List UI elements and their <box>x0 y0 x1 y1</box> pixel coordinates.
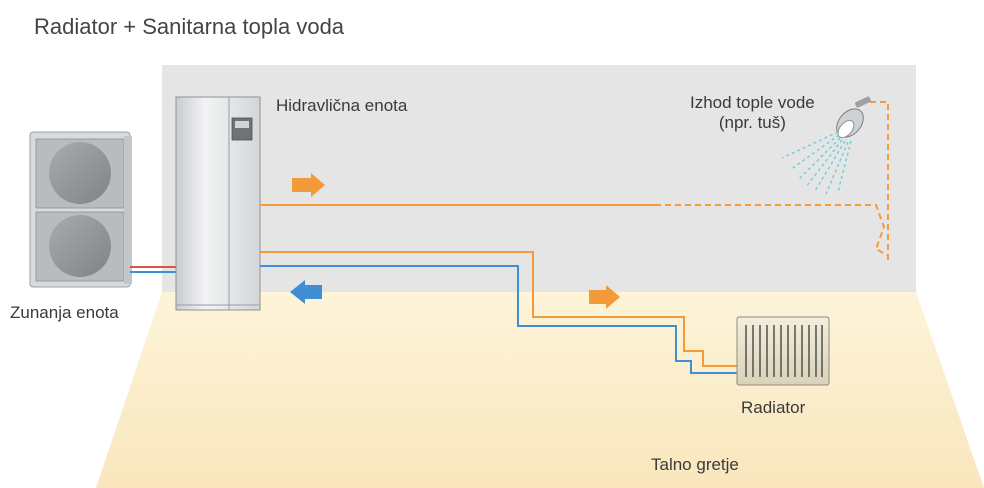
hot-water-pipe-dashed <box>655 204 890 257</box>
arrow-right-icon <box>589 285 620 309</box>
outdoor-unit-label: Zunanja enota <box>10 303 119 322</box>
fan-icon <box>49 142 111 204</box>
radiator-label: Radiator <box>741 398 806 417</box>
radiator-return-pipe <box>260 265 737 374</box>
arrow-left-icon <box>290 280 322 304</box>
water-spray <box>781 131 852 195</box>
wall <box>162 65 916 292</box>
fan-icon <box>49 215 111 277</box>
floor <box>96 292 984 488</box>
hydraulic-unit <box>175 96 261 311</box>
hot-water-outlet-label: Izhod tople vode (npr. tuš) <box>690 93 815 134</box>
shower-supply-pipe-dashed <box>870 101 889 260</box>
floor-heating-label: Talno gretje <box>651 455 739 474</box>
shower-head-icon <box>836 96 871 138</box>
diagram-title: Radiator + Sanitarna topla voda <box>34 14 345 39</box>
arrow-right-icon <box>292 173 325 197</box>
outdoor-unit <box>29 131 132 288</box>
hydraulic-unit-label: Hidravlična enota <box>276 96 408 115</box>
radiator <box>736 316 830 386</box>
radiator-supply-pipe <box>260 251 737 367</box>
hot-water-outlet-line2: (npr. tuš) <box>718 113 786 133</box>
hot-water-outlet-line1: Izhod tople vode <box>690 93 815 112</box>
